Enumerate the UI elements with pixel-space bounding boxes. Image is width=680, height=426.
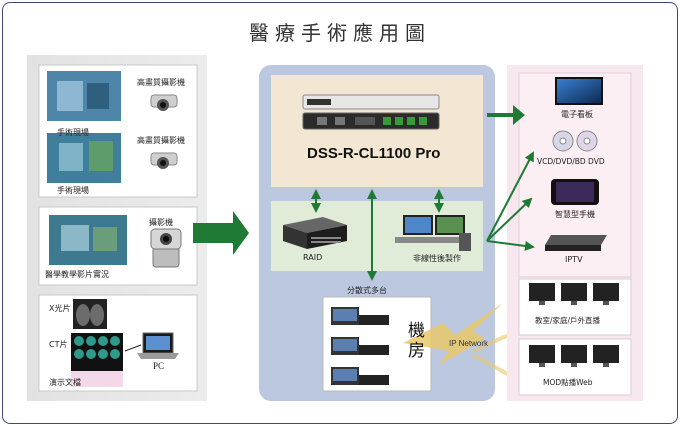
phone-arrow [486, 197, 533, 242]
diagram-canvas [27, 55, 643, 401]
hd-camera-label-2: 高畫質攝影機 [137, 136, 185, 145]
mod-monitors-icon [529, 345, 619, 367]
machine-room-label: 機房 [408, 321, 425, 361]
iptv-arrow [486, 240, 535, 251]
ip-network-label: IP Network [449, 339, 488, 348]
demo-document [71, 371, 123, 387]
server-stack-icon [331, 307, 389, 385]
signage-arrow [487, 105, 525, 125]
surgery-label-1: 手術現場 [57, 128, 89, 137]
demo-label: 演示文檔 [49, 378, 81, 387]
signage-display-icon [555, 77, 603, 105]
laptop-icon [137, 332, 179, 359]
main-flow-arrow [193, 211, 249, 255]
xray-label: X光片 [49, 304, 71, 313]
raid-label: RAID [303, 253, 323, 262]
mod-label: MOD點播Web [543, 378, 593, 387]
ip-network-bolt-icon [403, 303, 503, 365]
ptz-camera-icon [150, 228, 182, 268]
pc-label: PC [153, 361, 165, 371]
smartphone-icon [551, 179, 599, 205]
hd-camera-2-icon [150, 152, 178, 169]
ct-images [71, 333, 123, 371]
editing-label: 非線性後製作 [413, 254, 461, 263]
raid-icon [283, 217, 347, 249]
vcd-label: VCD/DVD/BD DVD [537, 157, 605, 166]
iptv-label: IPTV [565, 255, 583, 264]
hd-camera-1-icon [150, 94, 178, 111]
diagram-title: 醫療手術應用圖 [249, 21, 431, 45]
signage-label: 電子看板 [561, 110, 593, 119]
iptv-box-icon [545, 235, 607, 251]
vcd-arrow [486, 151, 534, 242]
classroom-label: 教室/家庭/戶外直播 [535, 316, 601, 325]
ct-label: CT片 [49, 340, 68, 349]
ptz-camera-label: 攝影機 [149, 218, 173, 227]
distributed-label: 分散式多台 [347, 286, 387, 295]
device-name: DSS-R-CL1100 Pro [307, 145, 441, 162]
teaching-label: 醫學教學影片實況 [45, 270, 109, 279]
device-box [271, 75, 483, 187]
hd-camera-label-1: 高畫質攝影機 [137, 78, 185, 87]
classroom-monitors-icon [529, 283, 619, 305]
dss-device-icon [302, 94, 440, 130]
disc-icon [552, 130, 598, 152]
surgery-label-2: 手術現場 [57, 186, 89, 195]
phone-label: 智慧型手機 [555, 210, 595, 219]
editing-workstation-icon [395, 215, 471, 251]
